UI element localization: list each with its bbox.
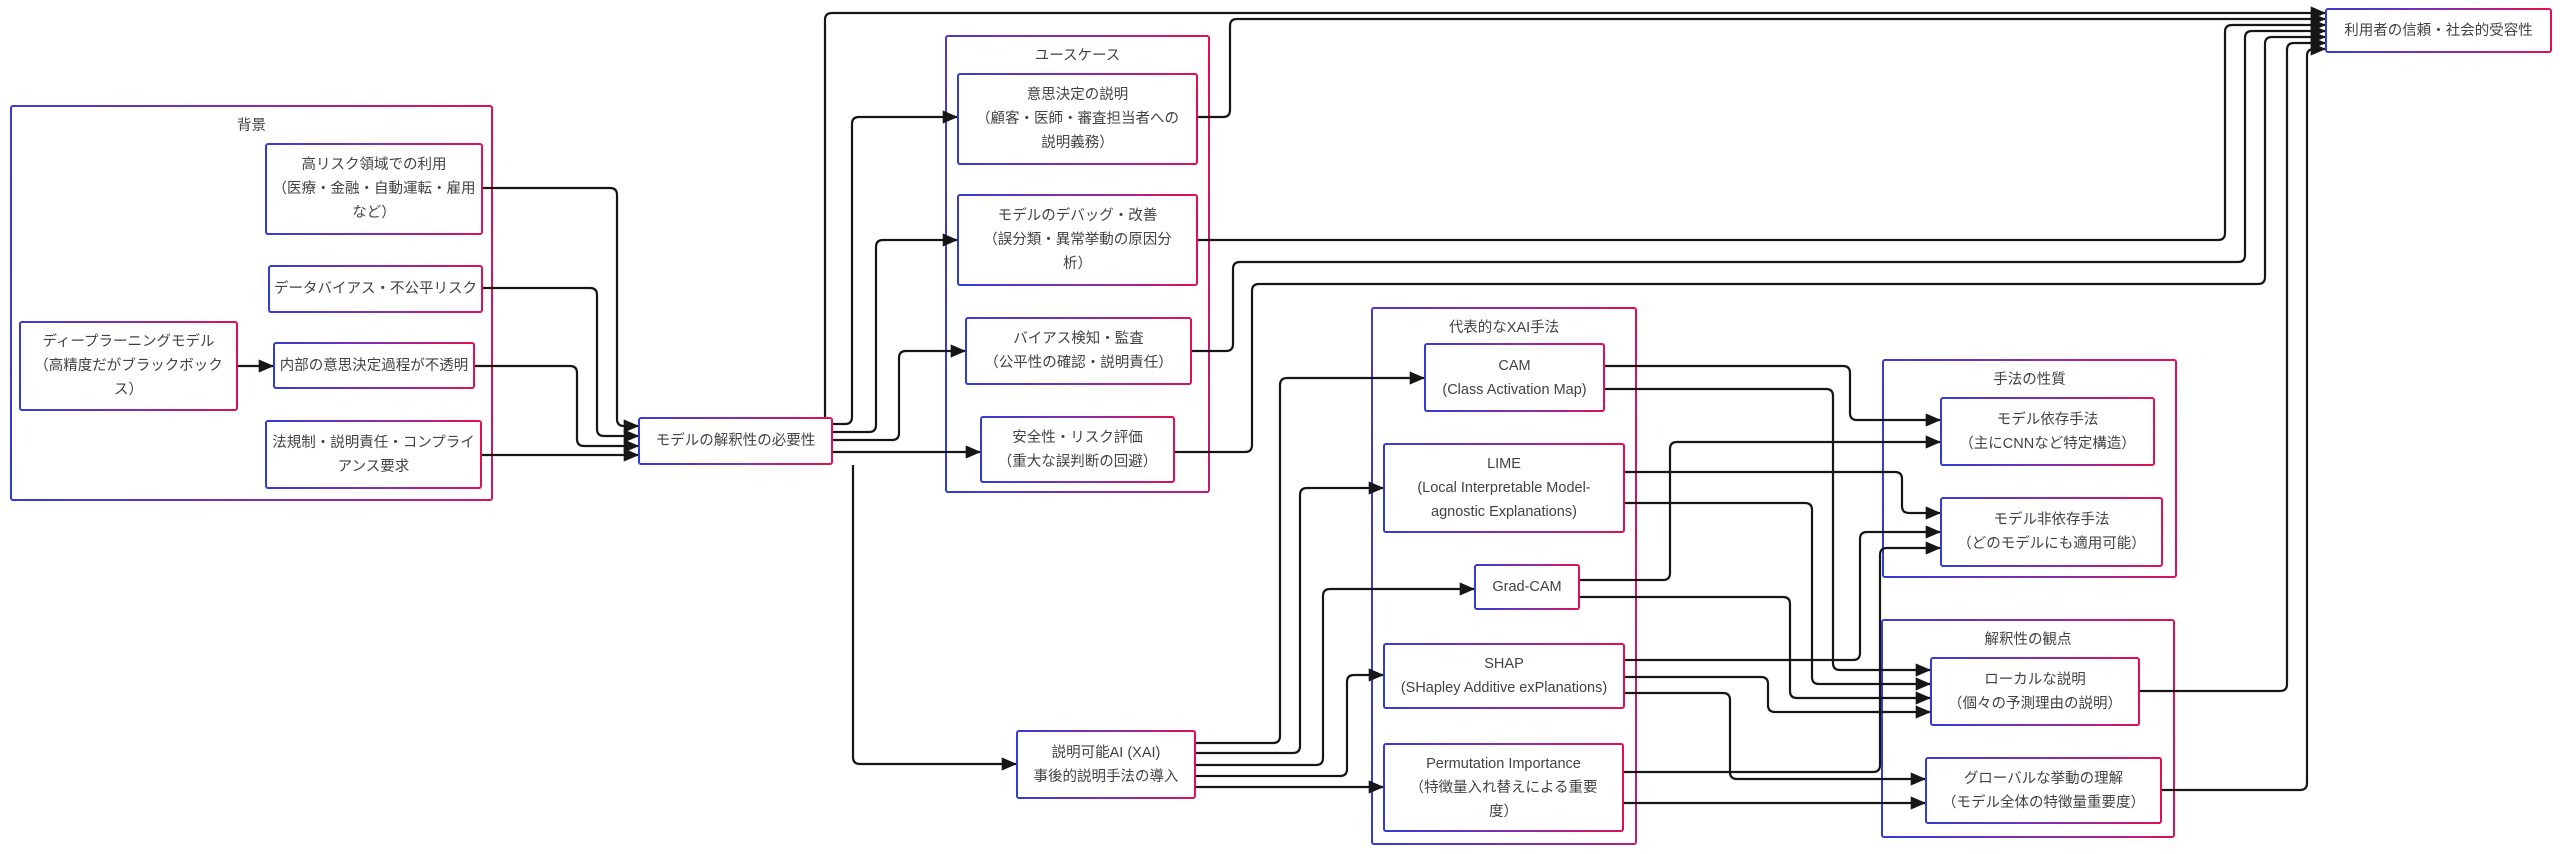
node-regulation-compliance-label: 法規制・説明責任・コンプライ アンス要求 xyxy=(267,422,480,487)
edge-xai-cam xyxy=(1196,371,1426,745)
node-lime: LIME (Local Interpretable Model- agnosti… xyxy=(1383,443,1625,533)
node-model-dependent-methods-label: モデル依存手法 （主にCNNなど特定構造） xyxy=(1942,399,2153,464)
edge-cam-dependent xyxy=(1605,364,1942,427)
node-local-explanation: ローカルな説明 （個々の予測理由の説明） xyxy=(1930,657,2140,726)
node-decision-explanation-label: 意思決定の説明 （顧客・医師・審査担当者への 説明義務） xyxy=(959,75,1196,163)
node-regulation-compliance: 法規制・説明責任・コンプライ アンス要求 xyxy=(265,420,482,489)
edge-shap-local xyxy=(1625,675,1932,719)
node-bias-detection-audit: バイアス検知・監査 （公平性の確認・説明責任） xyxy=(965,317,1192,385)
edge-opaque-need xyxy=(475,364,640,453)
edge-need-debug xyxy=(833,233,959,434)
edge-need-trust xyxy=(823,6,2327,417)
node-deep-learning-model: ディープラーニングモデル （高精度だがブラックボック ス） xyxy=(19,321,238,411)
node-deep-learning-model-label: ディープラーニングモデル （高精度だがブラックボック ス） xyxy=(21,323,236,409)
group-method-properties-label: 手法の性質 xyxy=(1993,372,2066,388)
node-xai-introduction: 説明可能AI (XAI) 事後的説明手法の導入 xyxy=(1016,730,1196,799)
edge-explain-trust xyxy=(1198,12,2327,119)
node-data-bias-risk-label: データバイアス・不公平リスク xyxy=(270,267,481,311)
node-shap-label: SHAP (SHapley Additive exPlanations) xyxy=(1385,645,1623,707)
edge-gradcam-local xyxy=(1580,595,1932,705)
node-grad-cam-label: Grad-CAM xyxy=(1476,566,1578,608)
node-interpretability-need-label: モデルの解釈性の必要性 xyxy=(640,419,831,463)
edge-need-xai xyxy=(851,465,1018,771)
edge-perm-agnostic xyxy=(1624,541,1942,774)
node-decision-explanation: 意思決定の説明 （顧客・医師・審査担当者への 説明義務） xyxy=(957,73,1198,165)
edge-databias-need xyxy=(483,286,640,443)
node-high-risk-domains: 高リスク領域での利用 （医療・金融・自動運転・雇用 など） xyxy=(265,143,483,235)
edge-lime-local xyxy=(1625,501,1932,691)
node-high-risk-domains-label: 高リスク領域での利用 （医療・金融・自動運転・雇用 など） xyxy=(267,145,481,233)
node-model-debugging: モデルのデバッグ・改善 （誤分類・異常挙動の原因分 析） xyxy=(957,194,1198,286)
group-representative-xai-methods-label: 代表的なXAI手法 xyxy=(1448,320,1560,336)
edge-xai-gradcam xyxy=(1196,582,1476,767)
node-model-dependent-methods: モデル依存手法 （主にCNNなど特定構造） xyxy=(1940,397,2155,466)
edge-local-trust xyxy=(2140,36,2327,693)
node-user-trust: 利用者の信頼・社会的受容性 xyxy=(2325,8,2552,53)
node-cam-label: CAM (Class Activation Map) xyxy=(1426,345,1603,410)
edge-need-audit xyxy=(833,344,967,442)
node-model-debugging-label: モデルのデバッグ・改善 （誤分類・異常挙動の原因分 析） xyxy=(959,196,1196,284)
node-opaque-decision-process-label: 内部の意思決定過程が不透明 xyxy=(275,344,473,387)
node-permutation-importance: Permutation Importance （特徴量入れ替えによる重要 度） xyxy=(1383,743,1624,832)
node-lime-label: LIME (Local Interpretable Model- agnosti… xyxy=(1385,445,1623,531)
node-data-bias-risk: データバイアス・不公平リスク xyxy=(268,265,483,313)
node-safety-risk-evaluation-label: 安全性・リスク評価 （重大な誤判断の回避） xyxy=(982,418,1173,481)
edge-need-explain xyxy=(833,110,959,426)
node-safety-risk-evaluation: 安全性・リスク評価 （重大な誤判断の回避） xyxy=(980,416,1175,483)
edge-debug-trust xyxy=(1198,18,2327,242)
edge-highrisk-need xyxy=(483,186,640,433)
node-shap: SHAP (SHapley Additive exPlanations) xyxy=(1383,643,1625,709)
edge-lime-agnostic xyxy=(1625,470,1942,520)
edge-gradcam-dependent xyxy=(1580,435,1942,582)
node-opaque-decision-process: 内部の意思決定過程が不透明 xyxy=(273,342,475,389)
group-use-cases-label: ユースケース xyxy=(1034,48,1121,64)
node-cam: CAM (Class Activation Map) xyxy=(1424,343,1605,412)
node-global-behavior-understanding: グローバルな挙動の理解 （モデル全体の特徴量重要度） xyxy=(1925,757,2162,824)
group-background-label: 背景 xyxy=(237,118,266,134)
node-permutation-importance-label: Permutation Importance （特徴量入れ替えによる重要 度） xyxy=(1385,745,1622,830)
edge-safety-trust xyxy=(1175,30,2327,454)
node-bias-detection-audit-label: バイアス検知・監査 （公平性の確認・説明責任） xyxy=(967,319,1190,383)
edge-xai-shap xyxy=(1196,668,1385,778)
edge-shap-global xyxy=(1625,691,1927,786)
node-grad-cam: Grad-CAM xyxy=(1474,564,1580,610)
node-user-trust-label: 利用者の信頼・社会的受容性 xyxy=(2327,10,2550,51)
group-interpretability-perspective-label: 解釈性の観点 xyxy=(1984,632,2072,648)
node-global-behavior-understanding-label: グローバルな挙動の理解 （モデル全体の特徴量重要度） xyxy=(1927,759,2160,822)
node-local-explanation-label: ローカルな説明 （個々の予測理由の説明） xyxy=(1932,659,2138,724)
node-model-agnostic-methods: モデル非依存手法 （どのモデルにも適用可能） xyxy=(1940,497,2163,567)
edge-cam-local xyxy=(1605,387,1932,677)
edge-xai-lime xyxy=(1196,481,1385,755)
node-model-agnostic-methods-label: モデル非依存手法 （どのモデルにも適用可能） xyxy=(1942,499,2161,565)
node-interpretability-need: モデルの解釈性の必要性 xyxy=(638,417,833,465)
node-xai-introduction-label: 説明可能AI (XAI) 事後的説明手法の導入 xyxy=(1018,732,1194,797)
edge-global-trust xyxy=(2162,42,2327,792)
edge-shap-agnostic xyxy=(1625,525,1942,662)
edge-audit-trust xyxy=(1192,24,2327,353)
